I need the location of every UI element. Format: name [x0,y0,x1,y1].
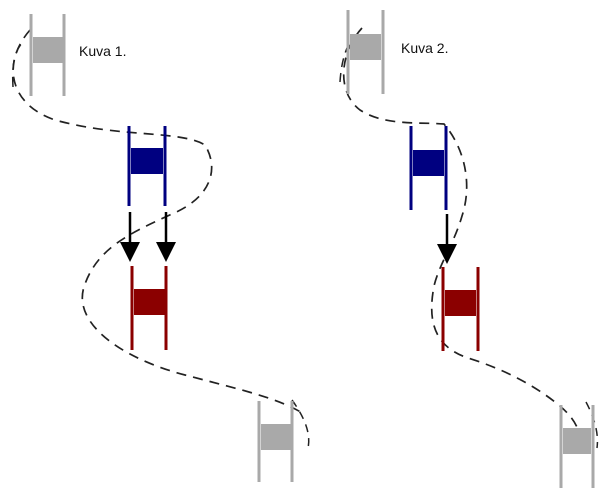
figure-1-red-ski [130,266,168,350]
figure-2-dashed-path [342,27,582,445]
figure-1: Kuva 1. [11,14,310,482]
figure-1-gray-ski-bottom [257,401,294,482]
figure-2-label: Kuva 2. [401,40,448,56]
figure-1-dashed-path [12,29,305,415]
figure-2-left-curve-fragment [339,39,352,83]
figure-1-label: Kuva 1. [79,43,126,59]
figure-2-gray-ski-top [346,10,385,94]
figure-2-gray-ski-bottom [559,405,595,488]
figure-2-blue-ski [409,126,448,210]
figure-1-blue-ski [127,126,167,206]
figure-2-red-ski [441,267,480,351]
figure-1-gray-ski-top [29,14,66,96]
figure-2-right-curve-fragment [585,401,599,449]
figure-1-right-curve-fragment [291,399,310,449]
figure-1-left-curve-fragment [11,41,24,88]
figure-2: Kuva 2. [339,10,599,488]
